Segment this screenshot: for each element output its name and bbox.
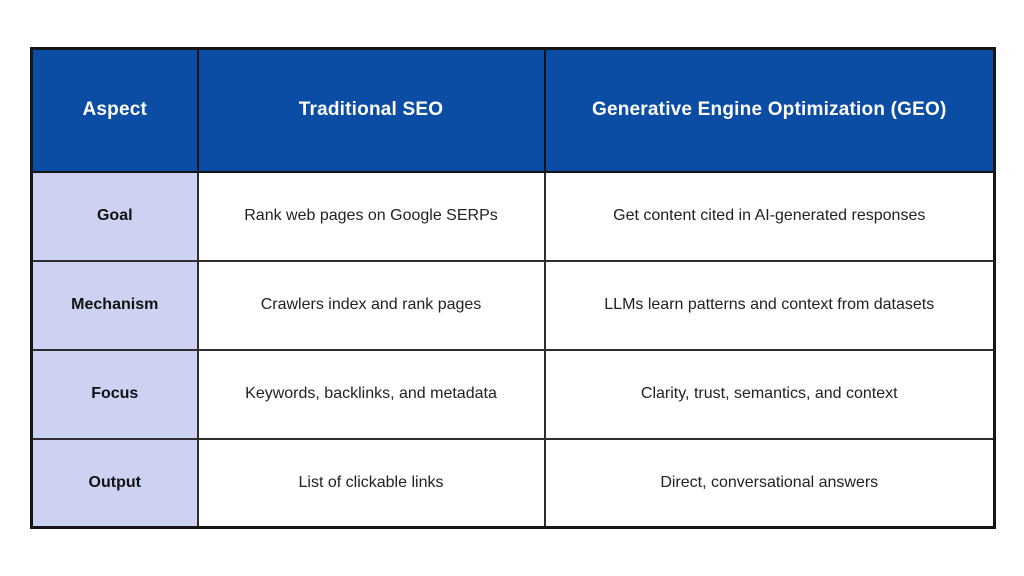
- table-row-goal: Goal Rank web pages on Google SERPs Get …: [30, 170, 996, 262]
- geo-cell: Direct, conversational answers: [543, 437, 996, 529]
- header-cell-traditional-seo: Traditional SEO: [196, 47, 546, 173]
- traditional-seo-cell: Crawlers index and rank pages: [196, 259, 546, 351]
- traditional-seo-cell: Rank web pages on Google SERPs: [196, 170, 546, 262]
- table-row-mechanism: Mechanism Crawlers index and rank pages …: [30, 259, 996, 351]
- aspect-cell: Mechanism: [30, 259, 199, 351]
- geo-cell: Clarity, trust, semantics, and context: [543, 348, 996, 440]
- table-row-focus: Focus Keywords, backlinks, and metadata …: [30, 348, 996, 440]
- traditional-seo-cell: Keywords, backlinks, and metadata: [196, 348, 546, 440]
- seo-vs-geo-comparison-table: Aspect Traditional SEO Generative Engine…: [30, 47, 996, 529]
- table-header-row: Aspect Traditional SEO Generative Engine…: [30, 47, 996, 173]
- table-row-output: Output List of clickable links Direct, c…: [30, 437, 996, 529]
- traditional-seo-cell: List of clickable links: [196, 437, 546, 529]
- aspect-cell: Output: [30, 437, 199, 529]
- header-cell-geo: Generative Engine Optimization (GEO): [543, 47, 996, 173]
- aspect-cell: Focus: [30, 348, 199, 440]
- geo-cell: Get content cited in AI-generated respon…: [543, 170, 996, 262]
- comparison-table-container: Aspect Traditional SEO Generative Engine…: [30, 47, 996, 529]
- header-cell-aspect: Aspect: [30, 47, 199, 173]
- geo-cell: LLMs learn patterns and context from dat…: [543, 259, 996, 351]
- aspect-cell: Goal: [30, 170, 199, 262]
